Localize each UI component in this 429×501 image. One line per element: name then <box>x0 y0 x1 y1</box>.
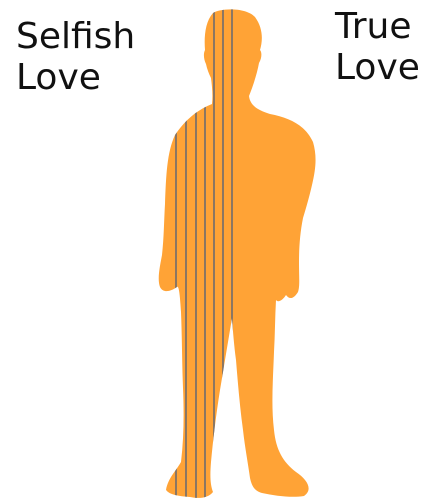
person-silhouette <box>159 9 316 498</box>
